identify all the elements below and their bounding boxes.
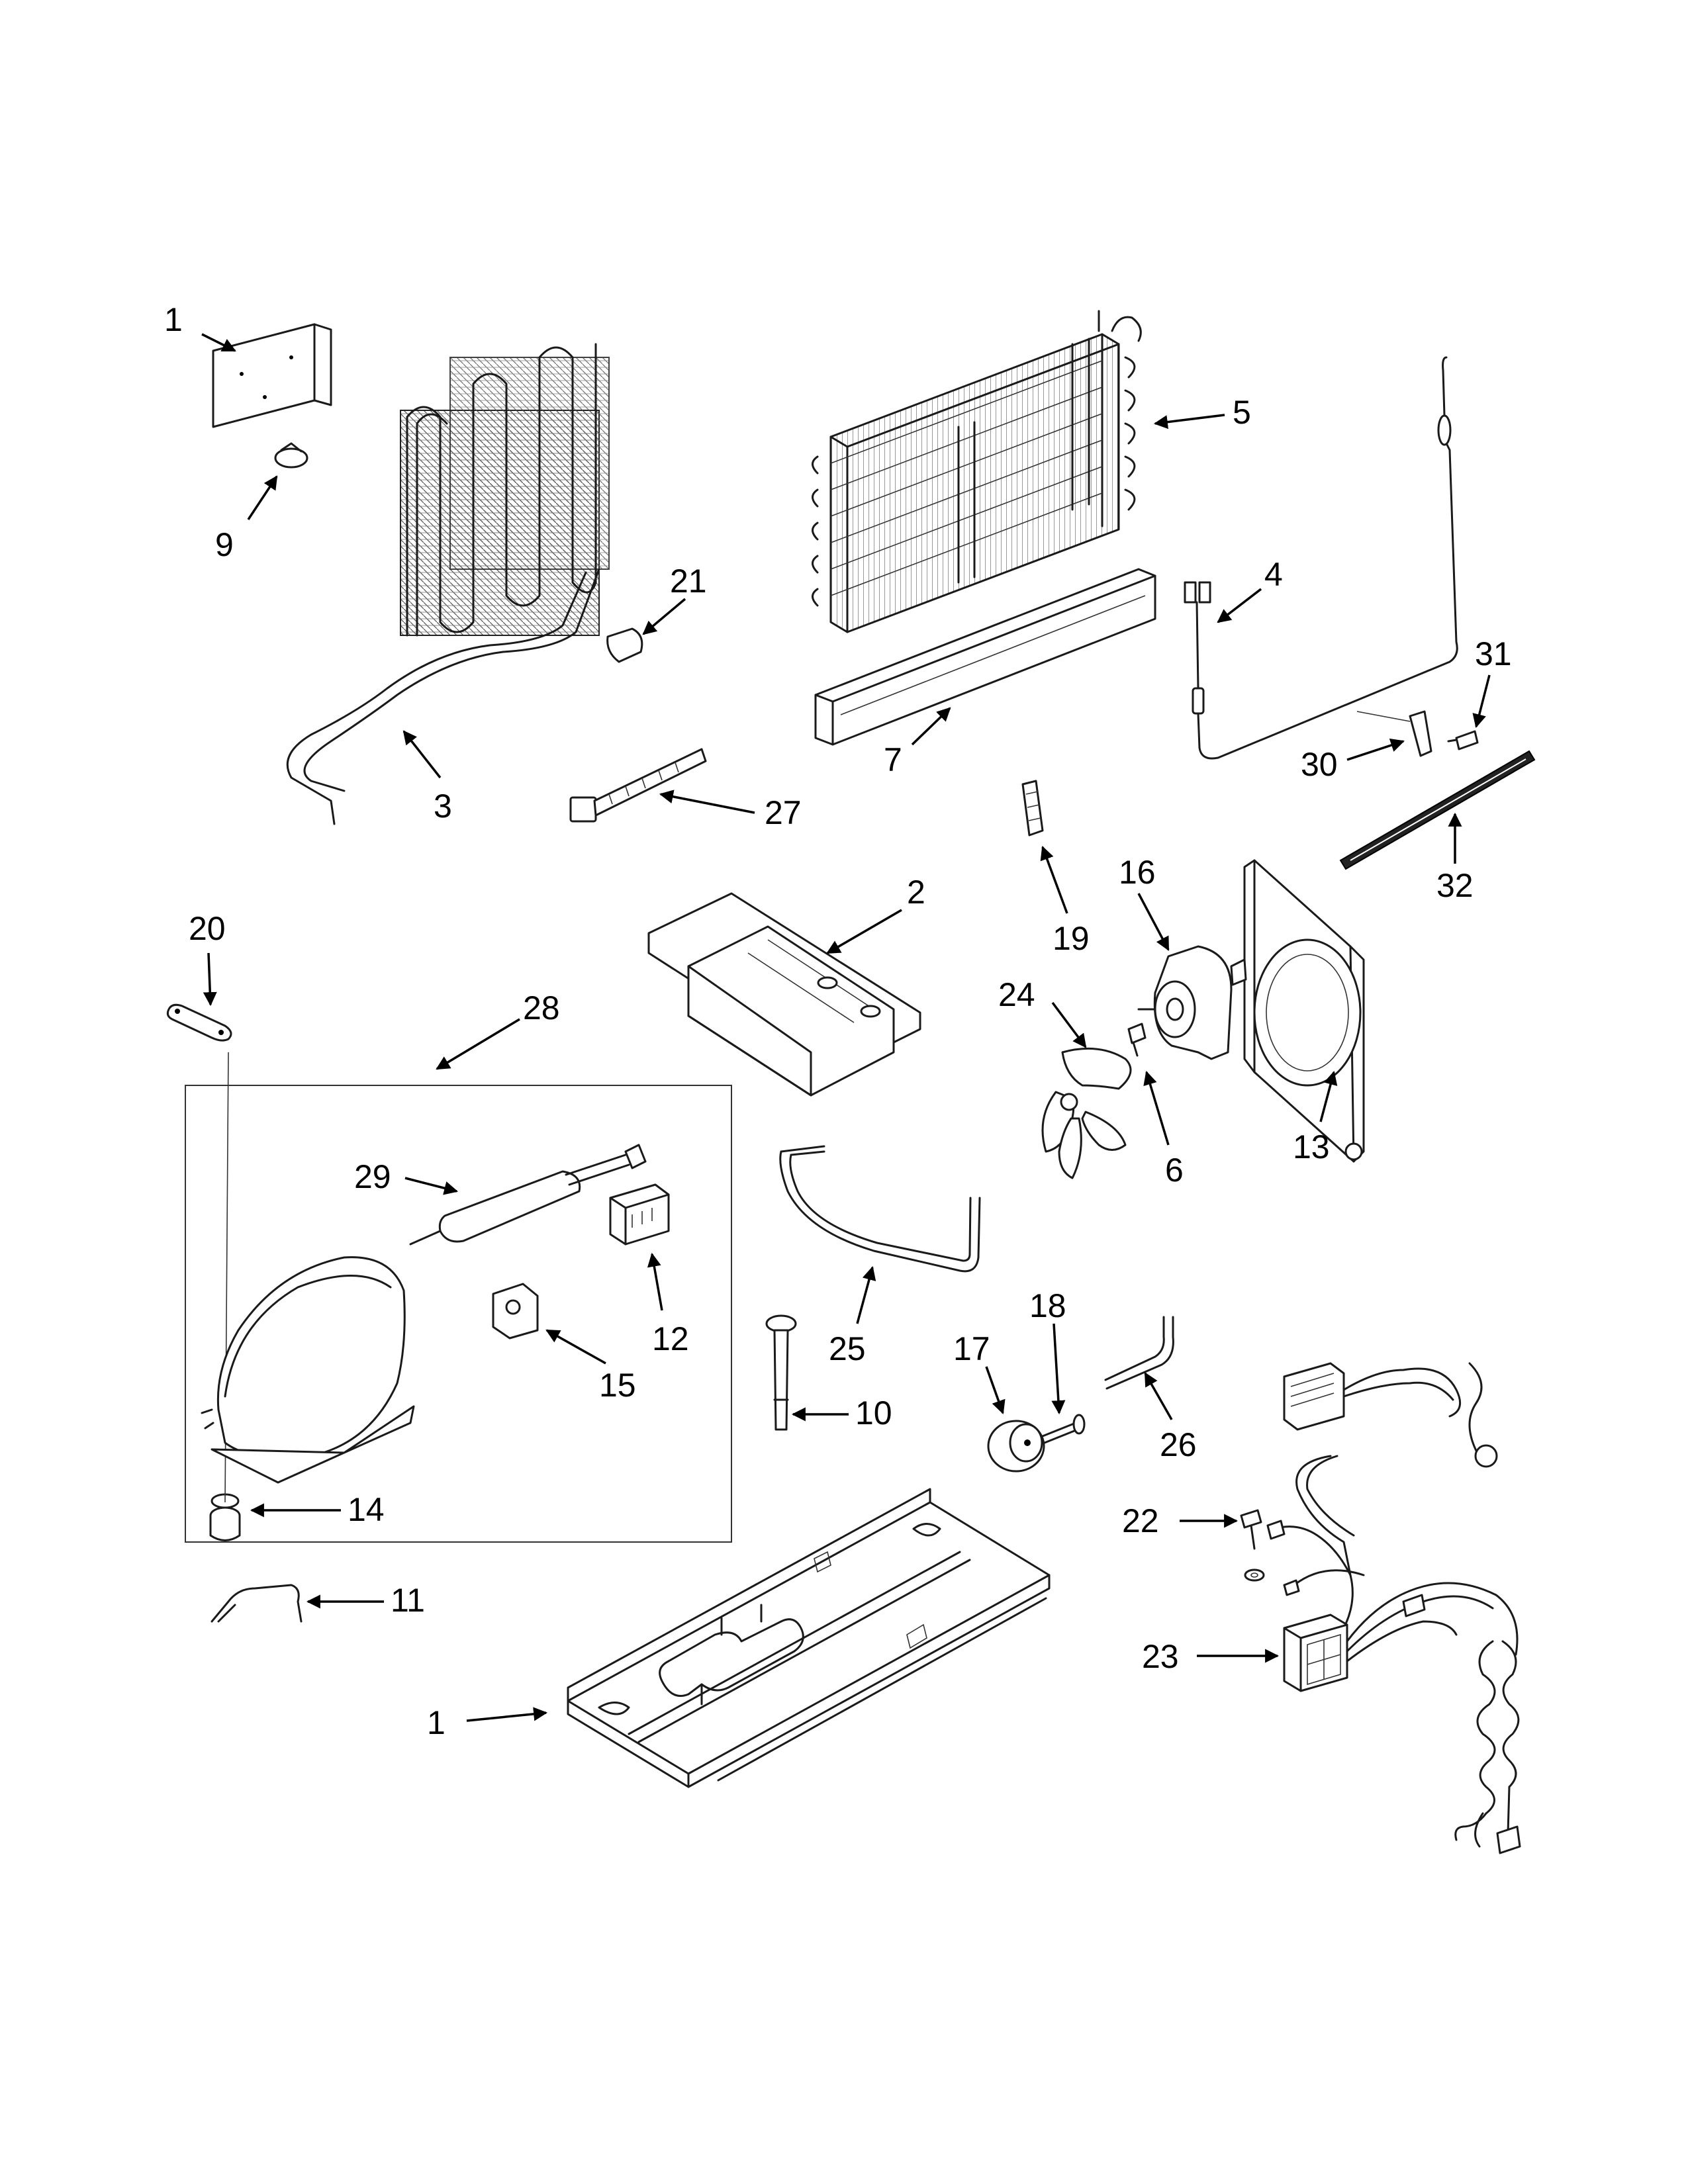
- part-9-clip: [274, 442, 308, 469]
- part-20-link: [166, 1003, 232, 1042]
- part-28-kit-box: [185, 1085, 732, 1543]
- callout-5: 5: [1153, 394, 1251, 431]
- part-29-drier: [409, 1144, 647, 1246]
- callout-label: 12: [652, 1320, 689, 1357]
- part-23-harness: [1266, 1362, 1521, 1854]
- part-2-tray: [647, 892, 921, 1097]
- part-30-bracket: [1356, 710, 1432, 757]
- callout-3: 3: [402, 730, 452, 825]
- compressor: [201, 1052, 415, 1503]
- callout-label: 3: [434, 788, 452, 825]
- callout-label: 10: [855, 1394, 892, 1432]
- callout-10: 10: [791, 1394, 892, 1432]
- callout-label: 29: [354, 1158, 391, 1195]
- callout-30: 30: [1301, 738, 1405, 783]
- callout-6: 6: [1143, 1070, 1184, 1189]
- callout-8: 1: [164, 301, 236, 352]
- callout-label: 31: [1475, 635, 1512, 672]
- callout-label: 19: [1053, 920, 1090, 957]
- callout-label: 24: [998, 976, 1035, 1013]
- callout-27: 27: [659, 790, 802, 831]
- callout-25: 25: [829, 1265, 876, 1367]
- part-18-pin: [1041, 1414, 1086, 1444]
- part-15-overload: [492, 1283, 539, 1340]
- part-19-clip: [1021, 780, 1044, 837]
- callout-label: 21: [670, 563, 707, 600]
- part-11-clip: [211, 1584, 303, 1623]
- callout-label: 2: [907, 874, 925, 911]
- part-5-evaporator: [812, 310, 1142, 633]
- callout-28: 28: [436, 989, 560, 1070]
- callout-19: 19: [1040, 846, 1090, 957]
- part-10-tube: [765, 1314, 797, 1431]
- part-12-relay: [609, 1183, 670, 1246]
- callout-18: 18: [1029, 1287, 1066, 1415]
- part-26-tube: [1104, 1316, 1174, 1390]
- callout-label: 28: [523, 989, 560, 1026]
- callout-11: 11: [306, 1582, 425, 1619]
- callout-7: 7: [884, 707, 951, 778]
- part-24-fan-blade: [1041, 1047, 1132, 1179]
- part-4-thermistor: [1184, 356, 1458, 760]
- callout-20: 20: [189, 910, 226, 1007]
- callout-label: 27: [765, 794, 802, 831]
- callout-15: 15: [545, 1329, 636, 1404]
- part-7-drip-tray: [814, 568, 1156, 746]
- callout-label: 26: [1160, 1426, 1197, 1463]
- callout-label: 15: [599, 1367, 636, 1404]
- callout-17: 17: [953, 1330, 1006, 1414]
- part-1-base-plate: [567, 1488, 1051, 1788]
- callout-16: 16: [1119, 854, 1170, 951]
- callout-label: 6: [1165, 1152, 1184, 1189]
- part-17-wheel: [987, 1420, 1045, 1473]
- part-25-tube: [779, 1145, 981, 1273]
- callout-label: 9: [215, 526, 234, 563]
- part-16-motor: [1137, 945, 1233, 1060]
- part-13-shroud: [1230, 859, 1365, 1163]
- part-8-bracket: [212, 323, 332, 428]
- callout-label: 13: [1293, 1128, 1330, 1165]
- callout-23: 23: [1142, 1638, 1280, 1675]
- callout-4: 4: [1217, 556, 1283, 623]
- callout-label: 4: [1264, 556, 1283, 593]
- part-22-screw: [1240, 1509, 1265, 1582]
- callout-9: 9: [215, 475, 278, 563]
- callout-label: 20: [189, 910, 226, 947]
- callout-label: 25: [829, 1330, 866, 1367]
- callout-26: 26: [1144, 1372, 1197, 1463]
- callout-label: 1: [164, 301, 183, 338]
- callout-12: 12: [647, 1252, 689, 1357]
- callout-label: 18: [1029, 1287, 1066, 1324]
- callout-label: 14: [348, 1491, 385, 1528]
- part-3-condenser: [286, 343, 610, 825]
- callout-label: 16: [1119, 854, 1156, 891]
- callout-label: 17: [953, 1330, 990, 1367]
- callout-24: 24: [998, 976, 1087, 1048]
- callout-label: 23: [1142, 1638, 1179, 1675]
- part-21-clip: [606, 627, 643, 663]
- callout-label: 30: [1301, 746, 1338, 783]
- callout-29: 29: [354, 1158, 459, 1195]
- callout-label: 7: [884, 741, 902, 778]
- callout-label: 11: [391, 1582, 425, 1619]
- callout-label: 5: [1233, 394, 1251, 431]
- callout-22: 22: [1122, 1502, 1239, 1539]
- callout-label: 32: [1436, 867, 1474, 904]
- part-6-screw: [1127, 1023, 1147, 1057]
- callout-1: 1: [427, 1704, 548, 1741]
- callout-14: 14: [250, 1491, 385, 1528]
- callout-31: 31: [1472, 635, 1512, 729]
- callout-21: 21: [642, 563, 707, 635]
- part-32-strip: [1339, 750, 1536, 870]
- part-31-screw: [1447, 730, 1479, 751]
- part-27-cable-tie: [569, 748, 707, 823]
- callout-label: 1: [427, 1704, 445, 1741]
- callout-2: 2: [826, 874, 925, 954]
- callout-label: 22: [1122, 1502, 1159, 1539]
- callout-13: 13: [1293, 1070, 1338, 1165]
- callout-32: 32: [1436, 812, 1474, 904]
